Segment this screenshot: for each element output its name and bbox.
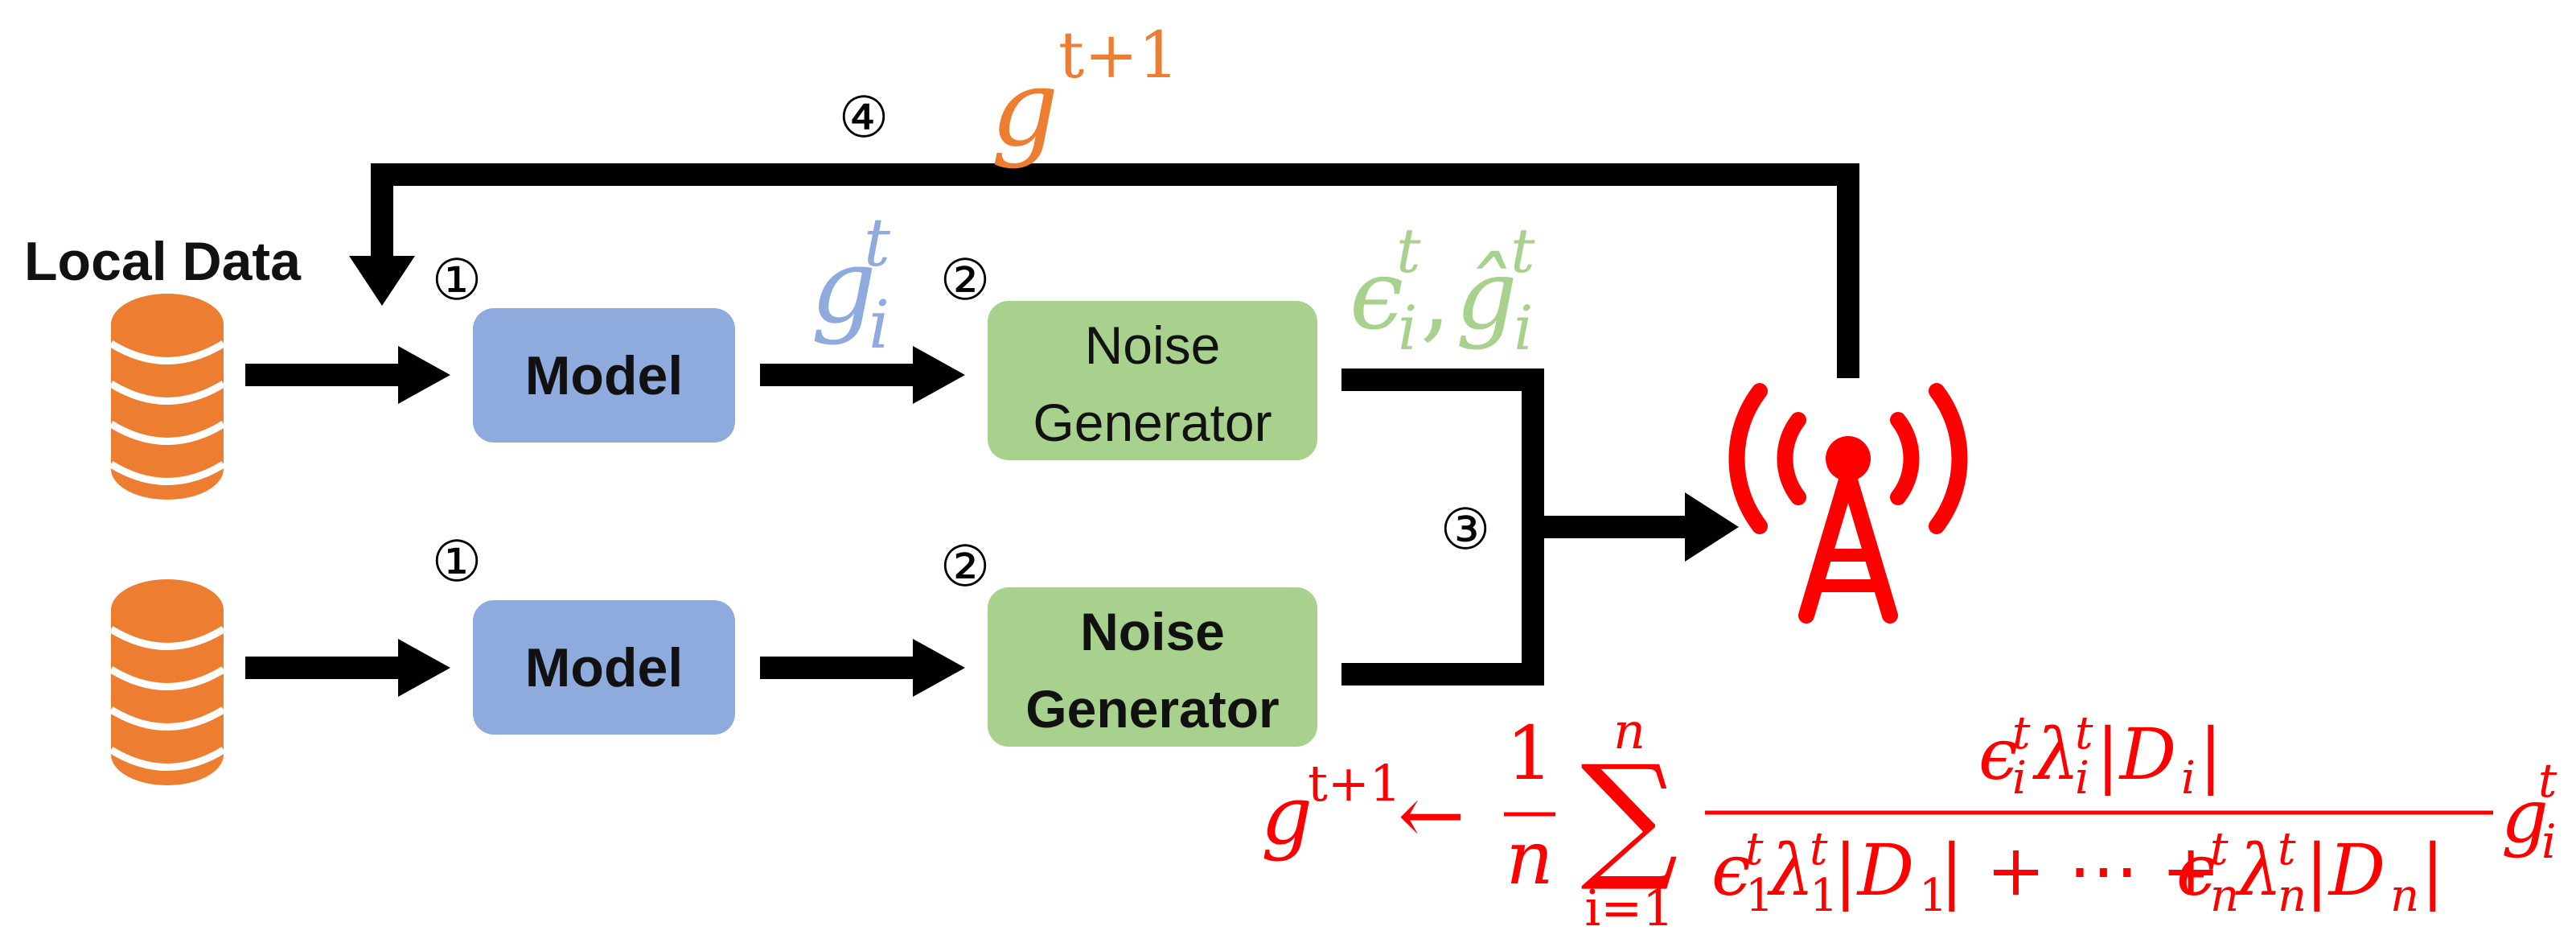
svg-text:|D: |D: [1834, 829, 1914, 912]
arrow-to-server: [1685, 492, 1739, 562]
step-2-marker-bottom: ②: [940, 533, 991, 599]
svg-text:| + ⋯ +: | + ⋯ +: [1940, 829, 2221, 912]
feedback-arrowhead: [349, 256, 415, 306]
svg-text:λ: λ: [2235, 829, 2282, 912]
svg-text:i: i: [2075, 752, 2089, 805]
model-box-bottom: Model: [473, 600, 735, 735]
svg-text:i: i: [1514, 292, 1533, 364]
svg-text:i: i: [1398, 292, 1417, 364]
step-1-marker-bottom: ①: [432, 529, 483, 595]
step-3-marker: ③: [1440, 496, 1491, 562]
svg-text:|D: |D: [2305, 829, 2385, 912]
svg-text:λ: λ: [1767, 829, 1814, 912]
step-1-marker-top: ①: [432, 247, 483, 313]
model-box-top: Model: [473, 308, 735, 443]
svg-text:i: i: [2012, 752, 2027, 805]
noise-generator-label-line2: Generator: [1033, 393, 1272, 452]
step-2-marker-top: ②: [940, 247, 991, 313]
noise-generator-box-top: Noise Generator: [988, 301, 1317, 460]
svg-text:i: i: [2181, 752, 2196, 805]
step-4-marker: ④: [839, 84, 889, 150]
svg-text:ϵ: ϵ: [1711, 829, 1751, 912]
svg-text:g: g: [2501, 773, 2549, 859]
svg-text:g: g: [811, 227, 877, 347]
svg-text:t: t: [864, 205, 891, 282]
svg-text:ϵ: ϵ: [1350, 240, 1403, 352]
svg-text:1: 1: [1810, 870, 1839, 922]
svg-text:t: t: [2210, 823, 2229, 875]
svg-text:1: 1: [1745, 870, 1774, 922]
svg-text:n: n: [1506, 815, 1553, 901]
svg-text:ϵ: ϵ: [2176, 829, 2216, 912]
antenna-tower-icon: [1728, 383, 1968, 624]
svg-text:ϵ: ϵ: [1978, 713, 2018, 796]
svg-text:ĝ: ĝ: [1456, 240, 1518, 352]
svg-text:1: 1: [1506, 710, 1554, 797]
model-label: Model: [525, 637, 683, 698]
aggregation-formula: g t+1 ← 1 n n ∑ i=1 ϵ t i λ t i |D i | ϵ…: [1261, 702, 2558, 937]
noise-generator-label-line2: Generator: [1025, 679, 1279, 739]
svg-text:|D: |D: [2096, 713, 2176, 796]
local-data-title: Local Data: [24, 231, 302, 292]
svg-text:1: 1: [1919, 870, 1948, 922]
noise-generator-label-line1: Noise: [1085, 315, 1221, 375]
svg-text:t+1: t+1: [1058, 18, 1179, 93]
svg-text:t: t: [2012, 707, 2031, 760]
svg-text:λ: λ: [2032, 713, 2080, 796]
svg-text:t: t: [1510, 215, 1535, 286]
global-gradient-label: g t+1: [991, 18, 1179, 171]
svg-text:i: i: [2541, 814, 2557, 869]
svg-text:g: g: [1261, 768, 1313, 863]
noise-generator-label-line1: Noise: [1080, 602, 1225, 661]
svg-text:t: t: [1810, 823, 1828, 875]
svg-text:∑: ∑: [1580, 736, 1678, 896]
arrow-model-to-noise-bottom: [760, 639, 965, 697]
database-icon: [109, 579, 226, 785]
noisy-gradient-label: ϵ t i , ĝ t i: [1350, 215, 1535, 364]
svg-text:t+1: t+1: [1308, 754, 1401, 813]
aggregation-connector: [1341, 369, 1689, 686]
feedback-arrow: [371, 163, 1859, 378]
model-label: Model: [525, 345, 683, 406]
svg-text:t: t: [1396, 215, 1421, 286]
noise-generator-box-bottom: Noise Generator: [988, 587, 1317, 747]
svg-text:n: n: [2210, 870, 2239, 922]
svg-text:n: n: [2390, 870, 2419, 922]
svg-text:i=1: i=1: [1584, 879, 1674, 937]
svg-text:n: n: [1613, 702, 1645, 760]
svg-text:g: g: [991, 47, 1059, 171]
svg-text:n: n: [2278, 870, 2307, 922]
formula-numerator: ϵ t i λ t i |D i |: [1978, 707, 2223, 805]
arrow-data-to-model-top: [245, 346, 450, 404]
svg-text:t: t: [1745, 823, 1764, 875]
arrow-model-to-noise-top: [760, 346, 965, 404]
arrow-data-to-model-bottom: [245, 639, 450, 697]
svg-text:i: i: [869, 287, 889, 364]
svg-text:t: t: [2538, 753, 2558, 808]
database-icon: [109, 294, 226, 500]
svg-text:t: t: [2278, 823, 2296, 875]
svg-text:|: |: [2421, 829, 2445, 912]
local-gradient-label: g t i: [811, 205, 891, 364]
svg-text:|: |: [2199, 713, 2223, 796]
formula-denominator: ϵ t 1 λ t 1 |D 1 | + ⋯ + ϵ t n λ t n |D …: [1711, 823, 2445, 922]
svg-text:←: ←: [1398, 768, 1465, 863]
svg-text:t: t: [2075, 707, 2093, 760]
svg-text:,: ,: [1420, 241, 1451, 353]
